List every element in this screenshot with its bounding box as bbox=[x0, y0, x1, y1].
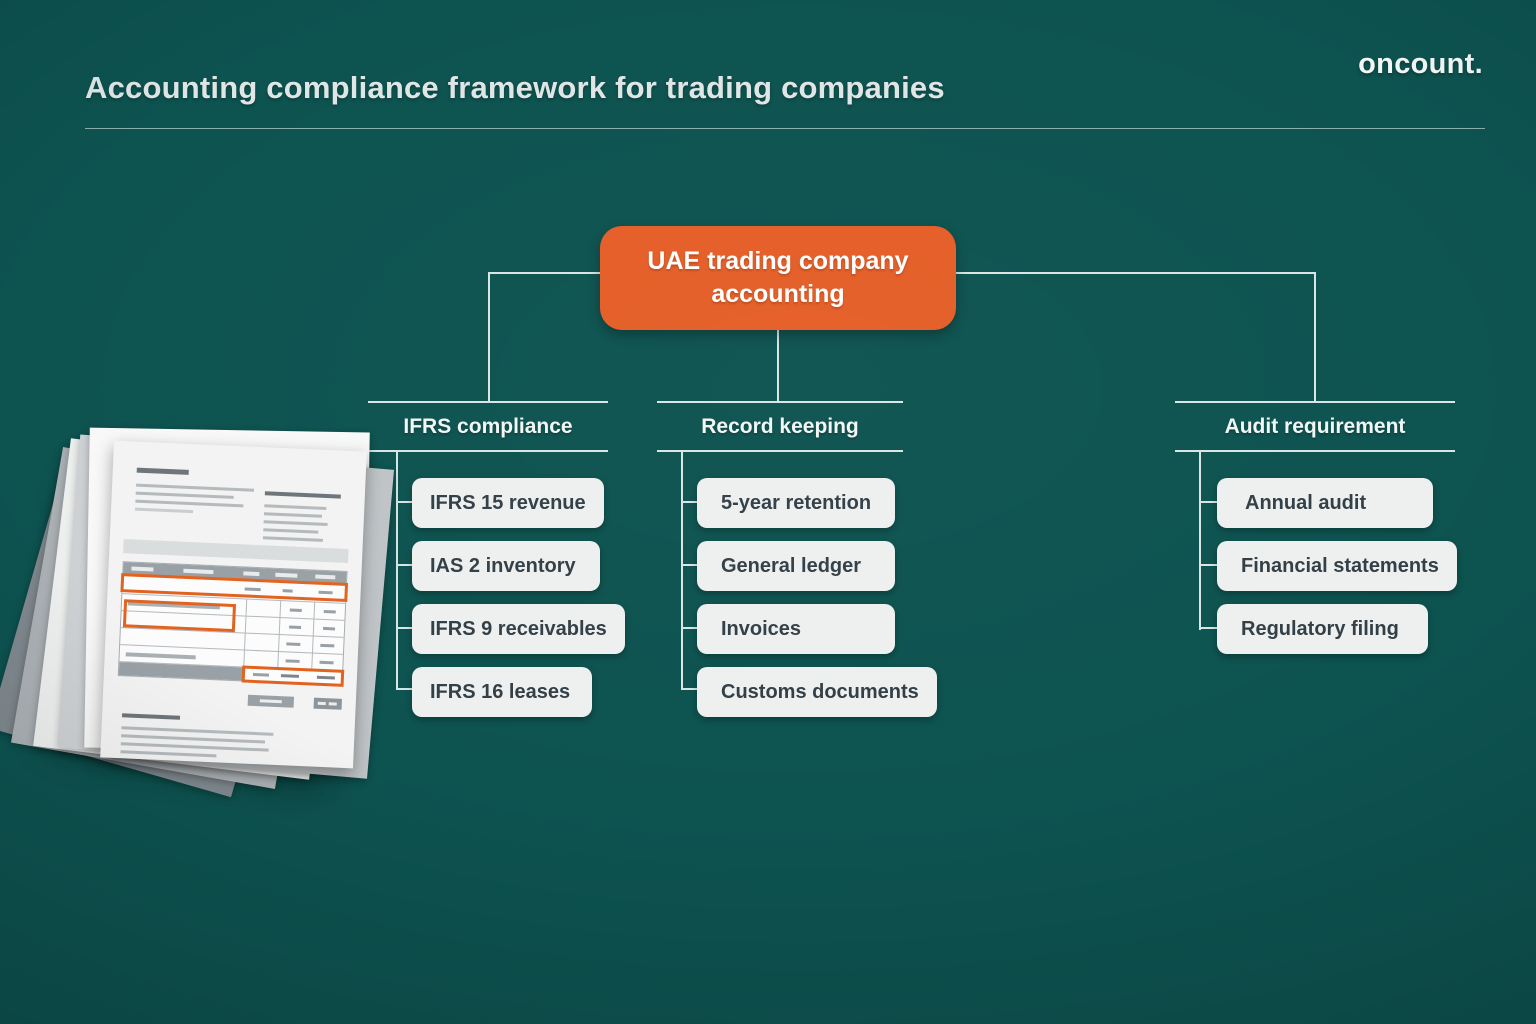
orange-highlight-box bbox=[122, 599, 237, 633]
node-stub bbox=[396, 627, 412, 629]
node-5-year-retention: 5-year retention bbox=[697, 478, 895, 528]
root-node: UAE trading company accounting bbox=[600, 226, 956, 330]
title-divider bbox=[85, 128, 1485, 129]
node-label: Customs documents bbox=[721, 680, 919, 703]
invoice-recipient-lines bbox=[262, 491, 343, 547]
child-line-record bbox=[681, 452, 683, 690]
root-node-label: UAE trading company accounting bbox=[647, 246, 909, 309]
node-label: Financial statements bbox=[1241, 554, 1439, 577]
connector-root-center-vertical bbox=[777, 330, 779, 403]
node-label: 5-year retention bbox=[721, 491, 872, 514]
node-stub bbox=[681, 564, 698, 566]
branch-label: IFRS compliance bbox=[403, 414, 573, 438]
invoice-sheet bbox=[100, 440, 367, 769]
node-label: IFRS 15 revenue bbox=[430, 491, 586, 514]
branch-label: Record keeping bbox=[701, 414, 859, 438]
node-ias-2-inventory: IAS 2 inventory bbox=[412, 541, 600, 591]
node-stub bbox=[396, 501, 412, 503]
branch-header-audit-requirement: Audit requirement bbox=[1175, 401, 1455, 452]
invoice-document-stack-illustration bbox=[0, 412, 395, 804]
brand-logo: oncount. bbox=[1358, 48, 1483, 80]
node-ifrs-16-leases: IFRS 16 leases bbox=[412, 667, 592, 717]
total-chip bbox=[247, 694, 295, 708]
node-ifrs-15-revenue: IFRS 15 revenue bbox=[412, 478, 604, 528]
node-general-ledger: General ledger bbox=[697, 541, 895, 591]
node-stub bbox=[681, 688, 698, 690]
connector-root-right-horizontal bbox=[956, 272, 1316, 274]
child-line-ifrs bbox=[396, 452, 398, 690]
node-invoices: Invoices bbox=[697, 604, 895, 654]
child-line-audit bbox=[1199, 452, 1201, 630]
node-stub bbox=[1199, 627, 1218, 629]
node-regulatory-filing: Regulatory filing bbox=[1217, 604, 1428, 654]
branch-header-ifrs-compliance: IFRS compliance bbox=[368, 401, 608, 452]
node-financial-statements: Financial statements bbox=[1217, 541, 1457, 591]
connector-root-left-horizontal bbox=[488, 272, 600, 274]
connector-root-left-vertical bbox=[488, 272, 490, 403]
node-stub bbox=[396, 564, 412, 566]
page-title: Accounting compliance framework for trad… bbox=[85, 70, 945, 105]
orange-highlight-box bbox=[241, 665, 345, 687]
connector-root-right-vertical bbox=[1314, 272, 1316, 403]
node-label: Regulatory filing bbox=[1241, 617, 1399, 640]
invoice-table bbox=[117, 561, 349, 687]
node-customs-documents: Customs documents bbox=[697, 667, 937, 717]
node-label: IAS 2 inventory bbox=[430, 554, 576, 577]
node-annual-audit: Annual audit bbox=[1217, 478, 1433, 528]
branch-label: Audit requirement bbox=[1224, 414, 1406, 438]
node-label: Annual audit bbox=[1245, 491, 1367, 514]
node-label: IFRS 9 receivables bbox=[430, 617, 607, 640]
node-label: IFRS 16 leases bbox=[430, 680, 571, 703]
node-ifrs-9-receivables: IFRS 9 receivables bbox=[412, 604, 625, 654]
branch-header-record-keeping: Record keeping bbox=[657, 401, 903, 452]
node-label: Invoices bbox=[721, 617, 802, 640]
amount-chip bbox=[313, 697, 342, 710]
invoice-sender-lines bbox=[135, 467, 267, 522]
invoice-footer-lines bbox=[120, 713, 282, 765]
node-stub bbox=[681, 501, 698, 503]
node-stub bbox=[1199, 501, 1218, 503]
node-stub bbox=[396, 688, 412, 690]
node-label: General ledger bbox=[721, 554, 862, 577]
node-stub bbox=[1199, 564, 1218, 566]
node-stub bbox=[681, 627, 698, 629]
